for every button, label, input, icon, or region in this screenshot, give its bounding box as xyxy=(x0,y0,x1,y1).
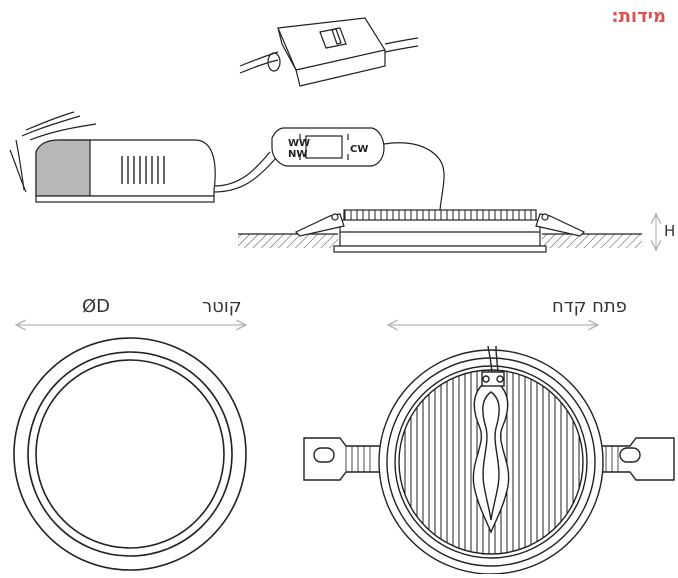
panel-side-view xyxy=(238,209,642,253)
page-title: מידות: xyxy=(611,6,666,27)
nw-label: NW xyxy=(288,149,307,160)
back-view xyxy=(303,345,675,575)
height-label: H xyxy=(664,222,675,240)
ww-label: WW xyxy=(288,138,310,149)
cutout-label: פתח קדח xyxy=(552,296,627,317)
front-view xyxy=(13,337,247,571)
led-driver xyxy=(9,111,277,203)
diameter-symbol: ØD xyxy=(82,296,110,317)
cct-switch-box xyxy=(271,127,445,211)
switch-box xyxy=(239,17,419,87)
cw-label: CW xyxy=(350,144,368,155)
diameter-label: קוטר xyxy=(202,296,242,317)
